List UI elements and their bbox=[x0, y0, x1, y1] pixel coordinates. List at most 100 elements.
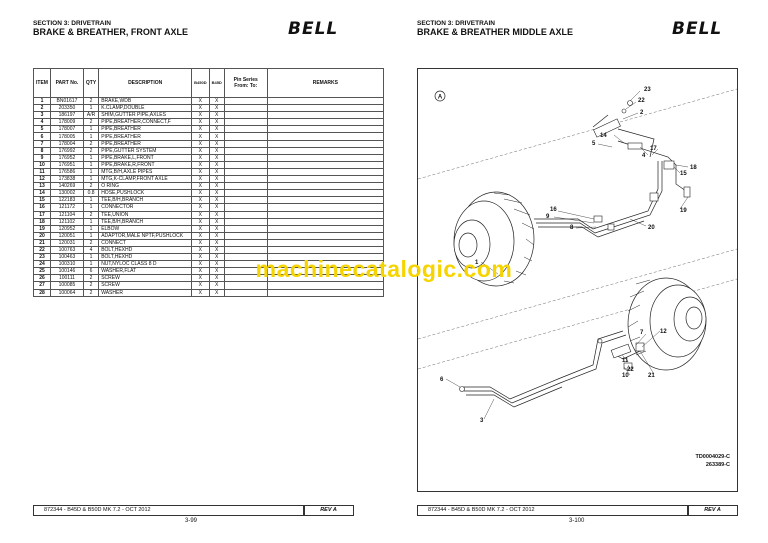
cell-qty: 2 bbox=[82, 238, 100, 247]
cell-pin-series bbox=[223, 153, 268, 162]
cell-qty: 1 bbox=[82, 125, 100, 134]
cell-remarks bbox=[266, 217, 385, 226]
cell-pin-series bbox=[223, 96, 268, 106]
page-title: BRAKE & BREATHER MIDDLE AXLE bbox=[417, 27, 574, 37]
cell-b45d: X bbox=[208, 139, 225, 148]
cell-b450d: X bbox=[191, 146, 210, 155]
callout-4: 4 bbox=[642, 153, 646, 159]
col-pin-series: Pin Series From: To: bbox=[223, 68, 268, 98]
cell-pin-series bbox=[223, 146, 268, 155]
section-heading: SECTION 3: DRIVETRAIN bbox=[417, 20, 496, 27]
cell-remarks bbox=[266, 245, 385, 255]
cell-qty: A/R bbox=[82, 111, 100, 120]
cell-part-no: 203350 bbox=[49, 104, 84, 113]
cell-description: PIPE,BREATHER bbox=[98, 125, 193, 134]
cell-item: 1 bbox=[33, 96, 51, 106]
cell-qty: 1 bbox=[82, 217, 100, 226]
callout-20: 20 bbox=[648, 225, 655, 231]
cell-part-no: 121102 bbox=[49, 217, 84, 226]
cell-description: SHIM,GUTTER PIPE,AXLES bbox=[98, 111, 193, 120]
cell-item: 27 bbox=[33, 281, 51, 290]
cell-b45d: X bbox=[208, 182, 225, 191]
cell-description: CONNECT bbox=[98, 238, 193, 247]
cell-description: HOSE,PUSHLOCK bbox=[98, 189, 193, 198]
ref-code-2: 263389-C bbox=[705, 462, 730, 468]
cell-part-no: 178009 bbox=[49, 118, 84, 127]
cell-item: 22 bbox=[33, 245, 51, 255]
cell-item: 14 bbox=[33, 189, 51, 198]
cell-b450d: X bbox=[191, 104, 210, 113]
cell-part-no: 122183 bbox=[49, 196, 84, 205]
cell-remarks bbox=[266, 153, 385, 162]
parts-table: ITEM PART No. QTY DESCRIPTION B450D B45D… bbox=[33, 68, 385, 297]
view-marker bbox=[434, 90, 446, 102]
cell-item: 21 bbox=[33, 238, 51, 247]
upper-brake-drum bbox=[453, 191, 535, 287]
cell-qty: 1 bbox=[82, 231, 100, 240]
cell-b450d: X bbox=[191, 153, 210, 162]
cell-b45d: X bbox=[208, 217, 225, 226]
footer-rev: REV A bbox=[687, 505, 738, 516]
cell-b45d: X bbox=[208, 231, 225, 240]
cell-description: MTG,K-CLAMP,FRONT AXLE bbox=[98, 175, 193, 184]
cell-b45d: X bbox=[208, 196, 225, 205]
cell-description: MTG,B/H,AXLE PIPES bbox=[98, 167, 193, 177]
cell-part-no: 176952 bbox=[49, 153, 84, 162]
cell-part-no: 100763 bbox=[49, 245, 84, 255]
cell-part-no: 173838 bbox=[49, 175, 84, 184]
cell-b450d: X bbox=[191, 196, 210, 205]
cell-qty: 2 bbox=[82, 281, 100, 290]
cell-pin-series bbox=[223, 132, 268, 141]
cell-part-no: 178004 bbox=[49, 139, 84, 148]
cell-part-no: 120031 bbox=[49, 238, 84, 247]
col-qty: QTY bbox=[82, 68, 100, 98]
cell-b45d: X bbox=[208, 238, 225, 247]
callout-21: 21 bbox=[648, 373, 655, 379]
cell-b45d: X bbox=[208, 96, 225, 106]
cell-description: TEE,B/H,BRANCH bbox=[98, 217, 193, 226]
upper-fittings bbox=[593, 100, 691, 231]
cell-remarks bbox=[266, 224, 385, 233]
cell-b45d: X bbox=[208, 288, 225, 297]
left-page: SECTION 3: DRIVETRAIN BRAKE & BREATHER, … bbox=[33, 19, 385, 524]
cell-item: 18 bbox=[33, 217, 51, 226]
cell-qty: 1 bbox=[82, 153, 100, 162]
cell-b45d: X bbox=[208, 160, 225, 169]
cell-pin-series bbox=[223, 104, 268, 113]
cell-pin-series bbox=[223, 210, 268, 219]
cell-pin-series bbox=[223, 111, 268, 120]
cell-qty: 4 bbox=[82, 245, 100, 255]
cell-qty: 2 bbox=[82, 96, 100, 106]
cell-pin-series bbox=[223, 160, 268, 169]
callout-11: 11 bbox=[622, 358, 629, 364]
cell-b450d: X bbox=[191, 96, 210, 106]
cell-remarks bbox=[266, 118, 385, 127]
callout-7: 7 bbox=[640, 330, 644, 336]
col-item: ITEM bbox=[33, 68, 51, 98]
callout-labels: 23 22 2 14 5 17 4 18 15 19 16 9 8 20 1 7… bbox=[440, 87, 697, 424]
cell-b45d: X bbox=[208, 146, 225, 155]
cell-b450d: X bbox=[191, 281, 210, 290]
callout-19: 19 bbox=[680, 208, 687, 214]
cell-item: 5 bbox=[33, 125, 51, 134]
cell-description: PIPE,GUTTER SYSTEM bbox=[98, 146, 193, 155]
callout-23: 23 bbox=[644, 87, 651, 93]
col-part-no: PART No. bbox=[49, 68, 84, 98]
cell-remarks bbox=[266, 111, 385, 120]
cell-b45d: X bbox=[208, 132, 225, 141]
cell-part-no: 120952 bbox=[49, 224, 84, 233]
cell-description: WASHER bbox=[98, 288, 193, 297]
diagram-svg: A bbox=[417, 87, 738, 424]
callout-16: 16 bbox=[550, 207, 557, 213]
cell-b45d: X bbox=[208, 104, 225, 113]
